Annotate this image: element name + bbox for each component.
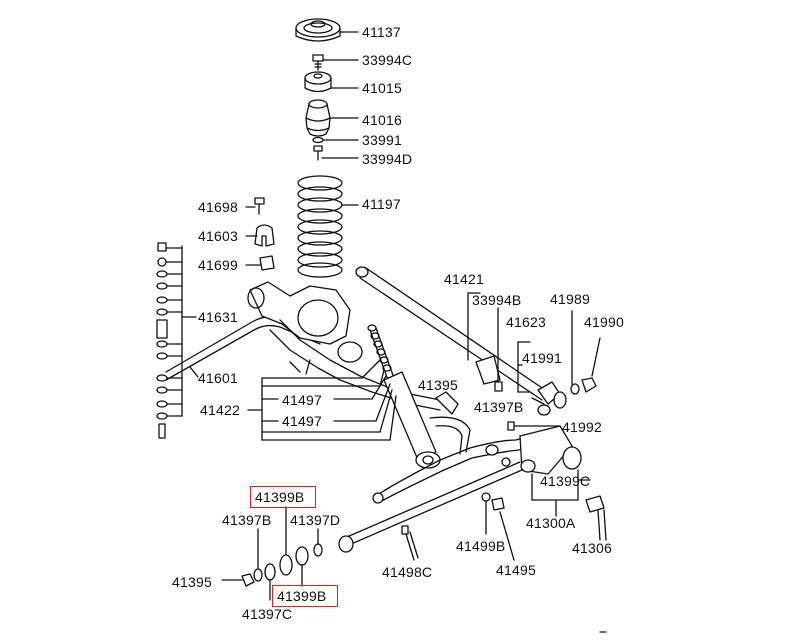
- label-41497-b: 41497: [282, 413, 322, 429]
- highlight-box-41399b-bottom: [272, 585, 338, 607]
- washer-41397b: [253, 528, 263, 582]
- bolt-33994c: [312, 54, 324, 71]
- label-41422: 41422: [200, 402, 240, 418]
- washer-41397c: [264, 563, 276, 601]
- label-41399b-highlight-bottom[interactable]: 41399B: [277, 588, 327, 604]
- label-41197: 41197: [362, 196, 401, 212]
- label-41300a: 41300A: [526, 515, 576, 531]
- label-41603: 41603: [198, 228, 238, 244]
- label-41698: 41698: [198, 199, 238, 215]
- label-41495: 41495: [496, 562, 536, 578]
- nut-41990: [581, 337, 601, 393]
- bolt-41698: [245, 197, 265, 215]
- label-41397b: 41397B: [222, 512, 272, 528]
- washer-41989: [570, 310, 580, 395]
- label-41015: 41015: [362, 80, 402, 96]
- shock-absorber-41422: [367, 324, 441, 469]
- label-41989: 41989: [550, 291, 590, 307]
- leader-41991-bracket: [517, 341, 531, 393]
- bracket-33994b: [475, 307, 503, 392]
- label-41498c: 41498C: [382, 564, 433, 580]
- label-41395-bottom: 41395: [172, 574, 212, 590]
- bushing-41699: [245, 255, 275, 271]
- label-41601: 41601: [198, 370, 238, 386]
- bolt-33994d: [313, 145, 323, 161]
- label-33994c: 33994C: [362, 52, 413, 68]
- label-33994b: 33994B: [472, 292, 522, 308]
- label-33994d: 33994D: [362, 151, 413, 167]
- bump-stopper-41016: [305, 99, 331, 137]
- axle-housing: [247, 281, 459, 415]
- label-41623: 41623: [506, 314, 546, 330]
- label-41699: 41699: [198, 257, 238, 273]
- bolt-41992: [507, 421, 561, 431]
- stabilizer-link-stack-41631: [156, 242, 197, 439]
- label-41016: 41016: [362, 112, 402, 128]
- label-33991: 33991: [362, 132, 402, 148]
- highlight-box-41399b-top: [250, 486, 316, 508]
- leaders-41422: [247, 359, 397, 441]
- label-41991: 41991: [522, 350, 562, 366]
- bracket-41603: [245, 224, 275, 247]
- label-41399c: 41399C: [540, 473, 591, 489]
- bump-cap-41015: [304, 71, 332, 93]
- washer-41397d: [313, 528, 323, 557]
- bushings-41623: [531, 391, 567, 416]
- lower-arm-41300a: [338, 416, 582, 553]
- label-41992: 41992: [562, 419, 602, 435]
- bushing-41399b-a: [279, 506, 293, 576]
- bolt-41498c: [401, 525, 419, 561]
- label-41306: 41306: [572, 540, 612, 556]
- coil-spring-41197: [297, 175, 359, 278]
- label-41399b-highlight-top[interactable]: 41399B: [255, 489, 305, 505]
- nut-41495: [491, 497, 515, 561]
- label-41990: 41990: [584, 314, 624, 330]
- label-41421: 41421: [444, 271, 484, 287]
- label-41397b-top: 41397B: [474, 399, 524, 415]
- leader-41399c-bracket: [531, 469, 591, 517]
- nut-41395-bottom: [221, 573, 255, 587]
- label-41497-a: 41497: [282, 392, 322, 408]
- bushing-41399b-b: [295, 546, 309, 587]
- nut-41499b: [481, 492, 491, 535]
- leaders-top: [321, 31, 359, 159]
- label-41631: 41631: [198, 309, 238, 325]
- label-41499b: 41499B: [456, 538, 506, 554]
- label-41137: 41137: [362, 24, 401, 40]
- spring-seat-41137: [295, 18, 341, 42]
- bolt-41306: [585, 495, 607, 541]
- label-41397c: 41397C: [242, 606, 293, 622]
- washer-33991: [312, 136, 324, 144]
- label-41397d: 41397D: [290, 512, 341, 528]
- label-41395-top: 41395: [418, 377, 458, 393]
